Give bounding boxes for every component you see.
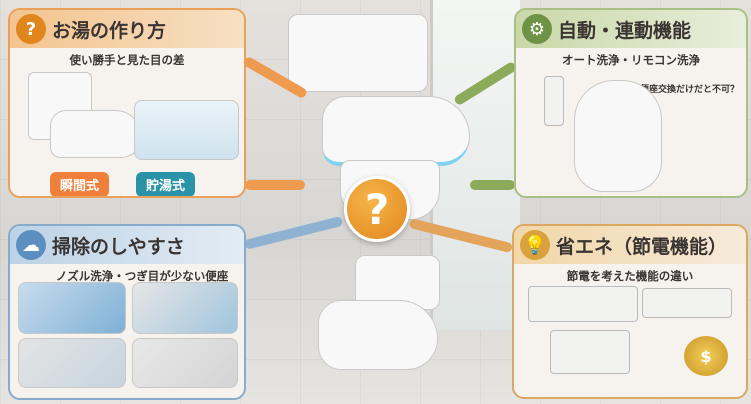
panel-header: ☁ 掃除のしやすさ (10, 226, 244, 264)
panel-title: 掃除のしやすさ (52, 235, 185, 258)
panel-eco: 💡 省エネ（節電機能） 節電を考えた機能の違い $ (512, 224, 748, 399)
panel-title: 省エネ（節電機能） (556, 235, 728, 258)
panel-header: ⚙ 自動・連動機能 (516, 10, 746, 48)
water-tank-illustration (134, 100, 239, 160)
center-question-icon: ? (344, 176, 410, 242)
bowl-image (132, 282, 238, 334)
panel-note: 便座交換だけだと不可？ (640, 85, 740, 95)
gear-icon: ⚙ (522, 14, 552, 44)
arrow-hot-water-2 (245, 180, 305, 190)
panel-header: ? お湯の作り方 (10, 10, 244, 48)
panel-hot-water: ? お湯の作り方 使い勝手と見た目の差 瞬間式 貯湯式 (8, 8, 246, 198)
coins-icon: $ (684, 336, 728, 376)
control-panel-illustration (642, 288, 732, 318)
center-toilet-tank (288, 14, 428, 92)
question-mark-icon: ? (16, 14, 46, 44)
toilet-seat-illustration (50, 110, 142, 158)
control-panel-illustration (550, 330, 630, 374)
arrow-auto-2 (470, 180, 515, 190)
wall-remote-illustration (544, 76, 564, 126)
lightbulb-icon: 💡 (520, 230, 550, 260)
panel-auto: ⚙ 自動・連動機能 オート洗浄・リモコン洗浄 便座交換だけだと不可？ (514, 8, 748, 198)
panel-cleaning: ☁ 掃除のしやすさ ノズル洗浄・つぎ目が少ない便座 (8, 224, 246, 400)
nozzle-spray-image (18, 338, 126, 388)
cleaning-icon: ☁ (16, 230, 46, 260)
panel-subtitle: 使い勝手と見た目の差 (69, 53, 185, 67)
toilet-illustration (574, 80, 662, 192)
lower-toilet-bowl (318, 300, 438, 370)
wiping-seat-image (132, 338, 238, 388)
panel-subtitle: オート洗浄・リモコン洗浄 (562, 53, 700, 67)
tag-instant: 瞬間式 (50, 172, 110, 196)
control-panel-illustration (528, 286, 638, 322)
tag-storage: 貯湯式 (136, 172, 196, 196)
panel-title: お湯の作り方 (52, 19, 167, 42)
panel-subtitle: ノズル洗浄・つぎ目が少ない便座 (55, 269, 229, 283)
panel-header: 💡 省エネ（節電機能） (514, 226, 746, 264)
panel-title: 自動・連動機能 (558, 19, 692, 42)
nozzle-cleaning-image (18, 282, 126, 334)
center-toilet-seat (322, 96, 470, 166)
panel-subtitle: 節電を考えた機能の違い (566, 269, 694, 283)
